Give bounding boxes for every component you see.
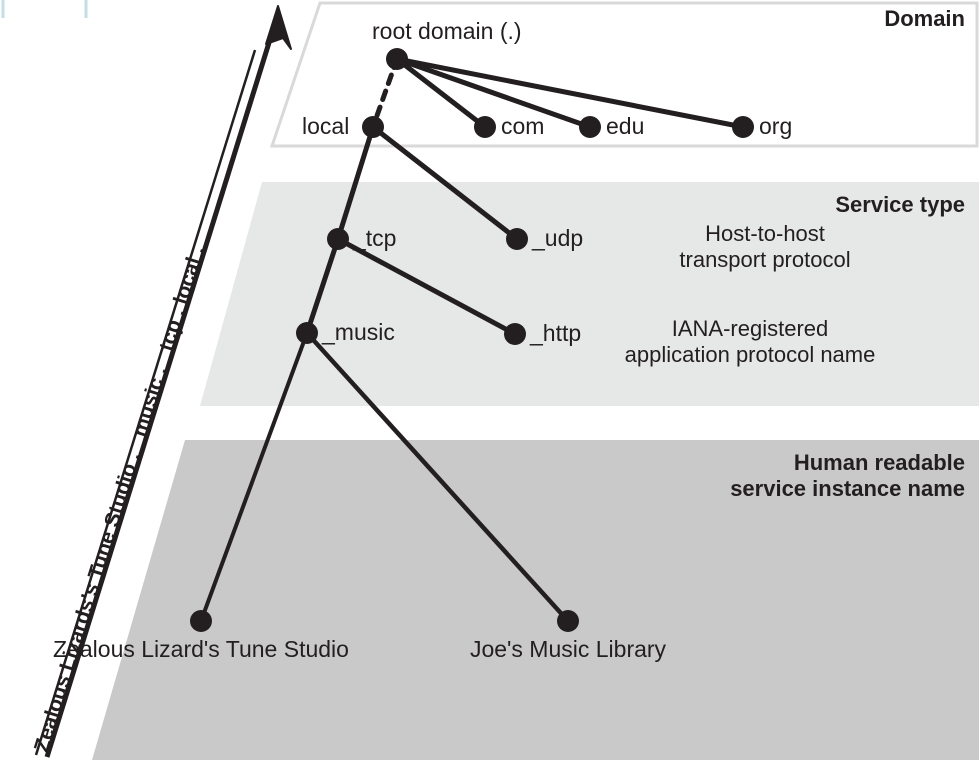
note-application-protocol: IANA-registered application protocol nam… [585, 316, 915, 367]
node-http [504, 323, 526, 345]
edge-music-joes [304, 330, 571, 624]
node-label-edu: edu [606, 113, 645, 139]
edge-music-studio [199, 331, 309, 623]
note-application-line2: application protocol name [624, 341, 876, 367]
band-service-type [200, 182, 979, 406]
node-edu [579, 116, 601, 138]
node-label-udp: _udp [532, 225, 584, 251]
band-title-service-type: Service type [835, 192, 965, 217]
band-instance [92, 440, 979, 760]
node-label-studio: Zealous Lizard's Tune Studio [53, 636, 349, 662]
axis-arrow [34, 5, 292, 758]
note-transport-line1: Host-to-host [705, 221, 825, 246]
node-label-music: _music [322, 319, 395, 345]
node-org [732, 116, 754, 138]
edge-tcp-http [335, 236, 518, 337]
node-label-com: com [501, 113, 545, 139]
band-title-domain: Domain [884, 6, 965, 31]
node-local [362, 116, 384, 138]
node-label-root: root domain (.) [372, 18, 522, 44]
band-domain [269, 1, 979, 148]
note-application-line1: IANA-registered [671, 316, 829, 341]
node-label-local: local [302, 113, 350, 139]
node-tcp [327, 228, 349, 250]
note-transport-line2: transport protocol [679, 246, 851, 272]
note-transport-protocol: Host-to-host transport protocol [615, 221, 915, 272]
edge-root-local [370, 56, 400, 130]
node-udp [506, 228, 528, 250]
node-com [474, 116, 496, 138]
node-joes [557, 610, 579, 632]
edge-root-com [394, 56, 488, 130]
band-title-instance: Human readable service instance name [665, 450, 965, 501]
edge-root-edu [394, 56, 593, 130]
node-studio [190, 610, 212, 632]
node-label-joes: Joe's Music Library [469, 636, 667, 662]
band-title-instance-line1: Human readable [793, 450, 965, 475]
tree-nodes [190, 48, 754, 632]
node-label-tcp: _tcp [353, 225, 397, 251]
band-title-instance-line2: service instance name [730, 475, 965, 501]
crop-marks [1, 0, 88, 18]
edge-local-udp [370, 124, 520, 242]
node-music [296, 322, 318, 344]
edge-tcp-music [304, 236, 341, 336]
node-label-http: _http [530, 320, 582, 346]
node-label-org: org [759, 113, 793, 139]
node-root [386, 48, 408, 70]
tree-edges [199, 56, 746, 624]
edge-local-tcp [335, 124, 376, 242]
edge-root-org [394, 56, 746, 130]
